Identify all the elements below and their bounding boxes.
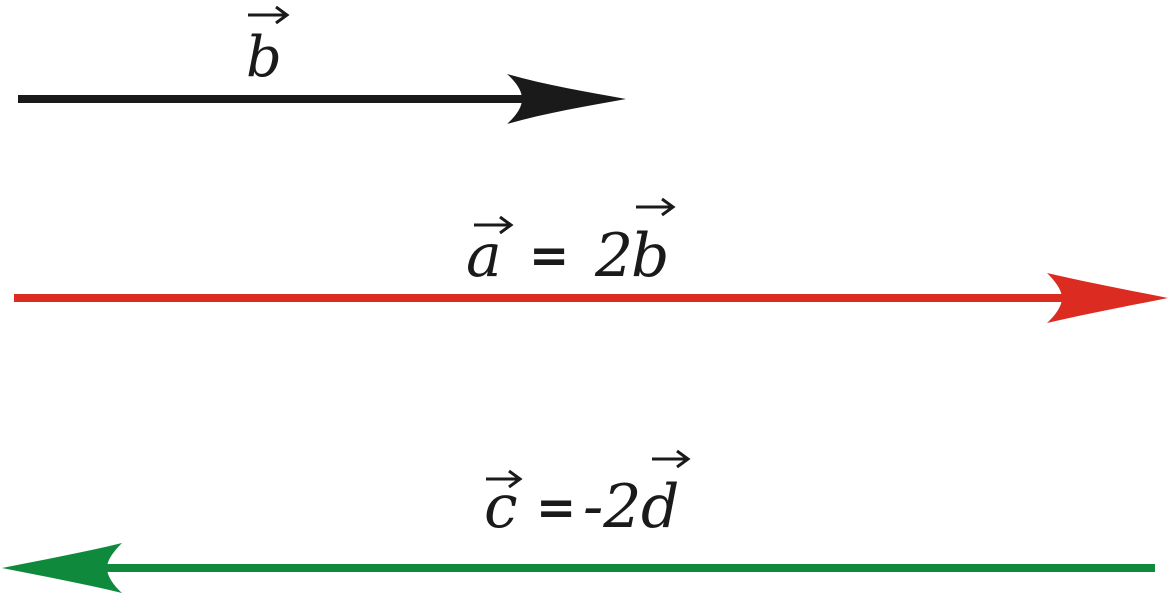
label-c-coefficient: -2 (583, 472, 641, 542)
label-c-reference: d (641, 472, 679, 542)
label-c-reference-overarrow (652, 449, 691, 469)
label-a-reference-overarrow (636, 197, 676, 217)
vector-c (2, 543, 1155, 593)
label-a-symbol: a (466, 221, 502, 291)
label-a-coefficient: 2 (594, 221, 633, 291)
label-c-equals: = (536, 480, 576, 536)
label-a-overarrow (474, 215, 514, 235)
label-vector-a: a = 2 b (466, 197, 676, 291)
label-b-overarrow (248, 5, 290, 25)
vector-c-arrowhead (2, 543, 122, 593)
label-a-reference: b (631, 221, 669, 291)
vector-b (18, 74, 626, 124)
label-c-symbol: c (484, 472, 518, 542)
label-vector-c: c = -2 d (484, 449, 691, 542)
vector-b-arrowhead (507, 74, 626, 124)
label-vector-b: b (246, 5, 290, 90)
label-c-overarrow (486, 469, 523, 489)
label-a-equals: = (529, 228, 569, 284)
label-b-symbol: b (246, 25, 282, 90)
vector-a (14, 273, 1168, 323)
vector-a-arrowhead (1047, 273, 1168, 323)
